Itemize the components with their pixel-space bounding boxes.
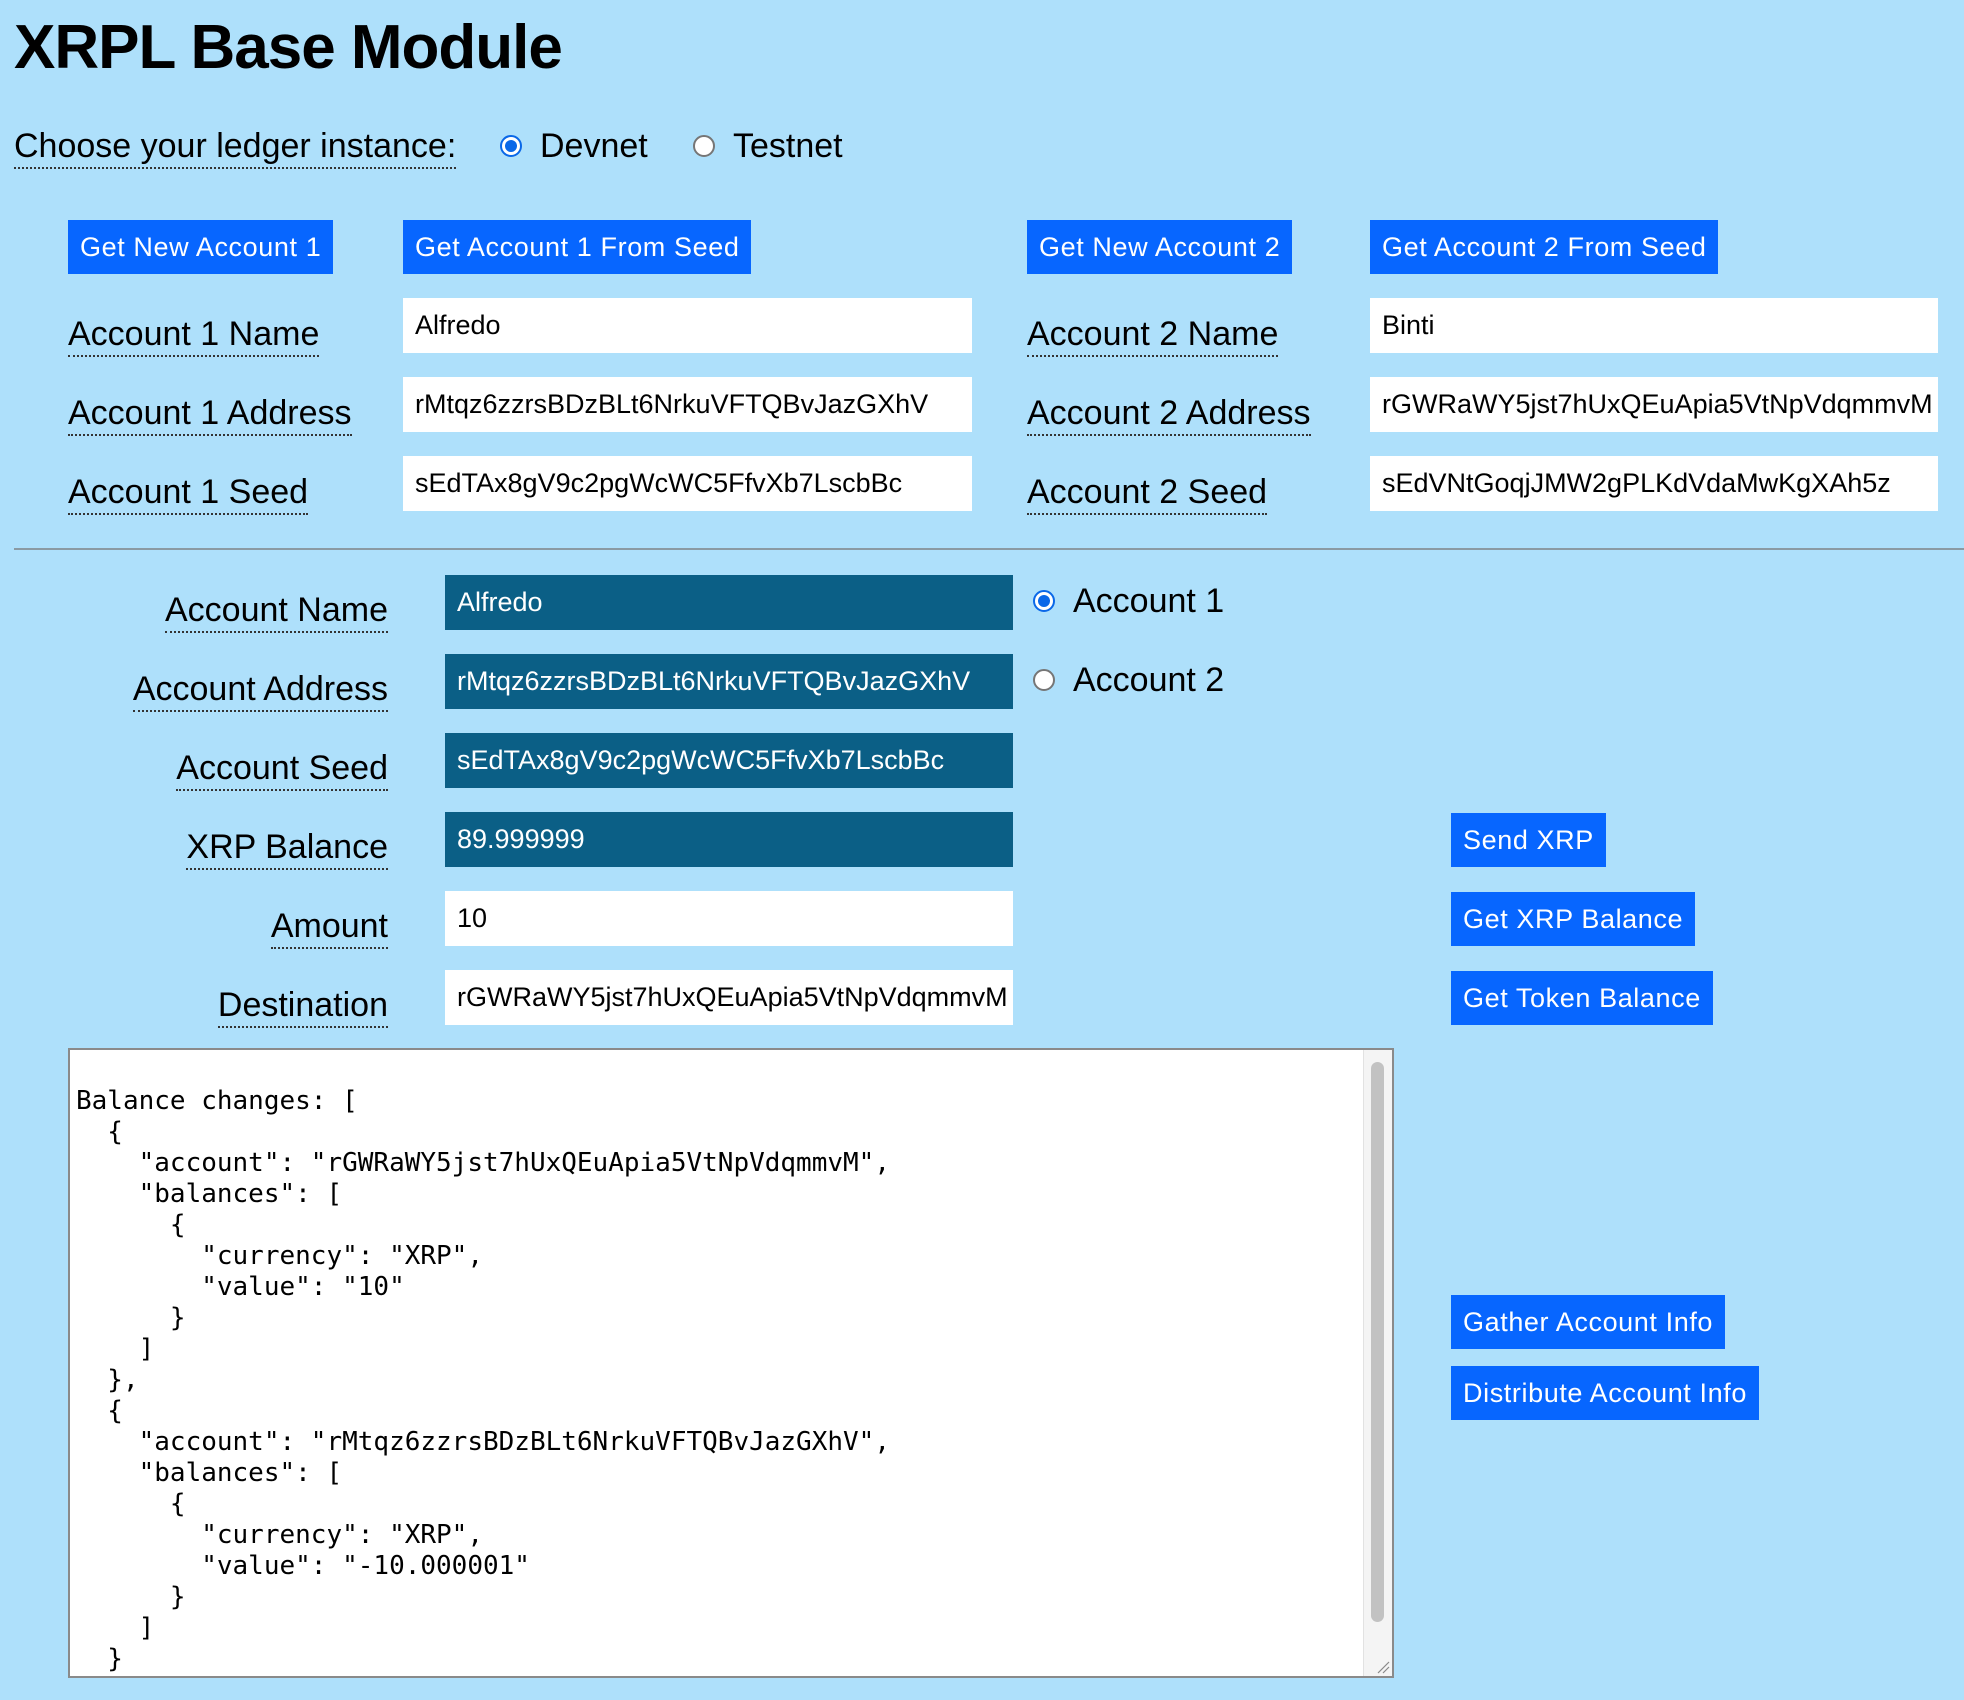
- destination-label: Destination: [217, 984, 388, 1028]
- amount-field[interactable]: 10: [445, 891, 1013, 946]
- account-option-1[interactable]: Account 1: [1033, 580, 1224, 622]
- account-2-seed-label: Account 2 Seed: [1027, 471, 1268, 515]
- account-option-2[interactable]: Account 2: [1033, 659, 1224, 701]
- account-name-label: Account Name: [165, 589, 388, 633]
- testnet-label: Testnet: [733, 127, 843, 165]
- account-2-radio-label: Account 2: [1073, 661, 1225, 699]
- results-scrollbar-thumb[interactable]: [1371, 1062, 1384, 1622]
- xrp-balance-label: XRP Balance: [186, 826, 388, 870]
- account-address-label: Account Address: [132, 668, 388, 712]
- amount-label: Amount: [270, 905, 388, 949]
- get-token-balance-button[interactable]: Get Token Balance: [1451, 971, 1713, 1025]
- account-seed-field[interactable]: sEdTAx8gV9c2pgWcWC5FfvXb7LscbBc: [445, 733, 1013, 788]
- xrp-balance-field[interactable]: 89.999999: [445, 812, 1013, 867]
- account-2-seed-field[interactable]: sEdVNtGoqjJMW2gPLKdVdaMwKgXAh5z: [1370, 456, 1938, 511]
- devnet-radio[interactable]: [500, 135, 522, 157]
- ledger-option-devnet[interactable]: Devnet: [500, 125, 648, 167]
- get-new-account-1-button[interactable]: Get New Account 1: [68, 220, 334, 274]
- get-account-2-from-seed-button[interactable]: Get Account 2 From Seed: [1370, 220, 1719, 274]
- account-name-field[interactable]: Alfredo: [445, 575, 1013, 630]
- account-1-address-label: Account 1 Address: [68, 392, 352, 436]
- account-1-radio-label: Account 1: [1073, 582, 1225, 620]
- get-account-1-from-seed-button[interactable]: Get Account 1 From Seed: [403, 220, 752, 274]
- gather-account-info-button[interactable]: Gather Account Info: [1451, 1295, 1726, 1349]
- account-2-radio[interactable]: [1033, 669, 1055, 691]
- results-textarea[interactable]: Balance changes: [ { "account": "rGWRaWY…: [68, 1048, 1394, 1678]
- section-divider: [14, 548, 1964, 550]
- get-new-account-2-button[interactable]: Get New Account 2: [1027, 220, 1293, 274]
- account-1-seed-label: Account 1 Seed: [68, 471, 309, 515]
- results-text: Balance changes: [ { "account": "rGWRaWY…: [76, 1086, 890, 1674]
- testnet-radio[interactable]: [693, 135, 715, 157]
- account-2-address-label: Account 2 Address: [1027, 392, 1311, 436]
- results-scrollbar[interactable]: [1363, 1050, 1392, 1676]
- account-1-name-field[interactable]: Alfredo: [403, 298, 972, 353]
- page-title: XRPL Base Module: [14, 13, 563, 82]
- distribute-account-info-button[interactable]: Distribute Account Info: [1451, 1366, 1759, 1420]
- send-xrp-button[interactable]: Send XRP: [1451, 813, 1606, 867]
- account-2-name-label: Account 2 Name: [1027, 313, 1279, 357]
- account-seed-label: Account Seed: [176, 747, 388, 791]
- account-2-address-field[interactable]: rGWRaWY5jst7hUxQEuApia5VtNpVdqmmvM: [1370, 377, 1938, 432]
- devnet-label: Devnet: [540, 127, 648, 165]
- destination-field[interactable]: rGWRaWY5jst7hUxQEuApia5VtNpVdqmmvM: [445, 970, 1013, 1025]
- account-1-address-field[interactable]: rMtqz6zzrsBDzBLt6NrkuVFTQBvJazGXhV: [403, 377, 972, 432]
- account-1-seed-field[interactable]: sEdTAx8gV9c2pgWcWC5FfvXb7LscbBc: [403, 456, 972, 511]
- ledger-option-testnet[interactable]: Testnet: [693, 125, 843, 167]
- account-address-field[interactable]: rMtqz6zzrsBDzBLt6NrkuVFTQBvJazGXhV: [445, 654, 1013, 709]
- get-xrp-balance-button[interactable]: Get XRP Balance: [1451, 892, 1696, 946]
- resize-grip-icon[interactable]: [1376, 1660, 1390, 1674]
- account-2-name-field[interactable]: Binti: [1370, 298, 1938, 353]
- account-1-radio[interactable]: [1033, 590, 1055, 612]
- ledger-instance-label: Choose your ledger instance:: [14, 125, 457, 169]
- account-1-name-label: Account 1 Name: [68, 313, 320, 357]
